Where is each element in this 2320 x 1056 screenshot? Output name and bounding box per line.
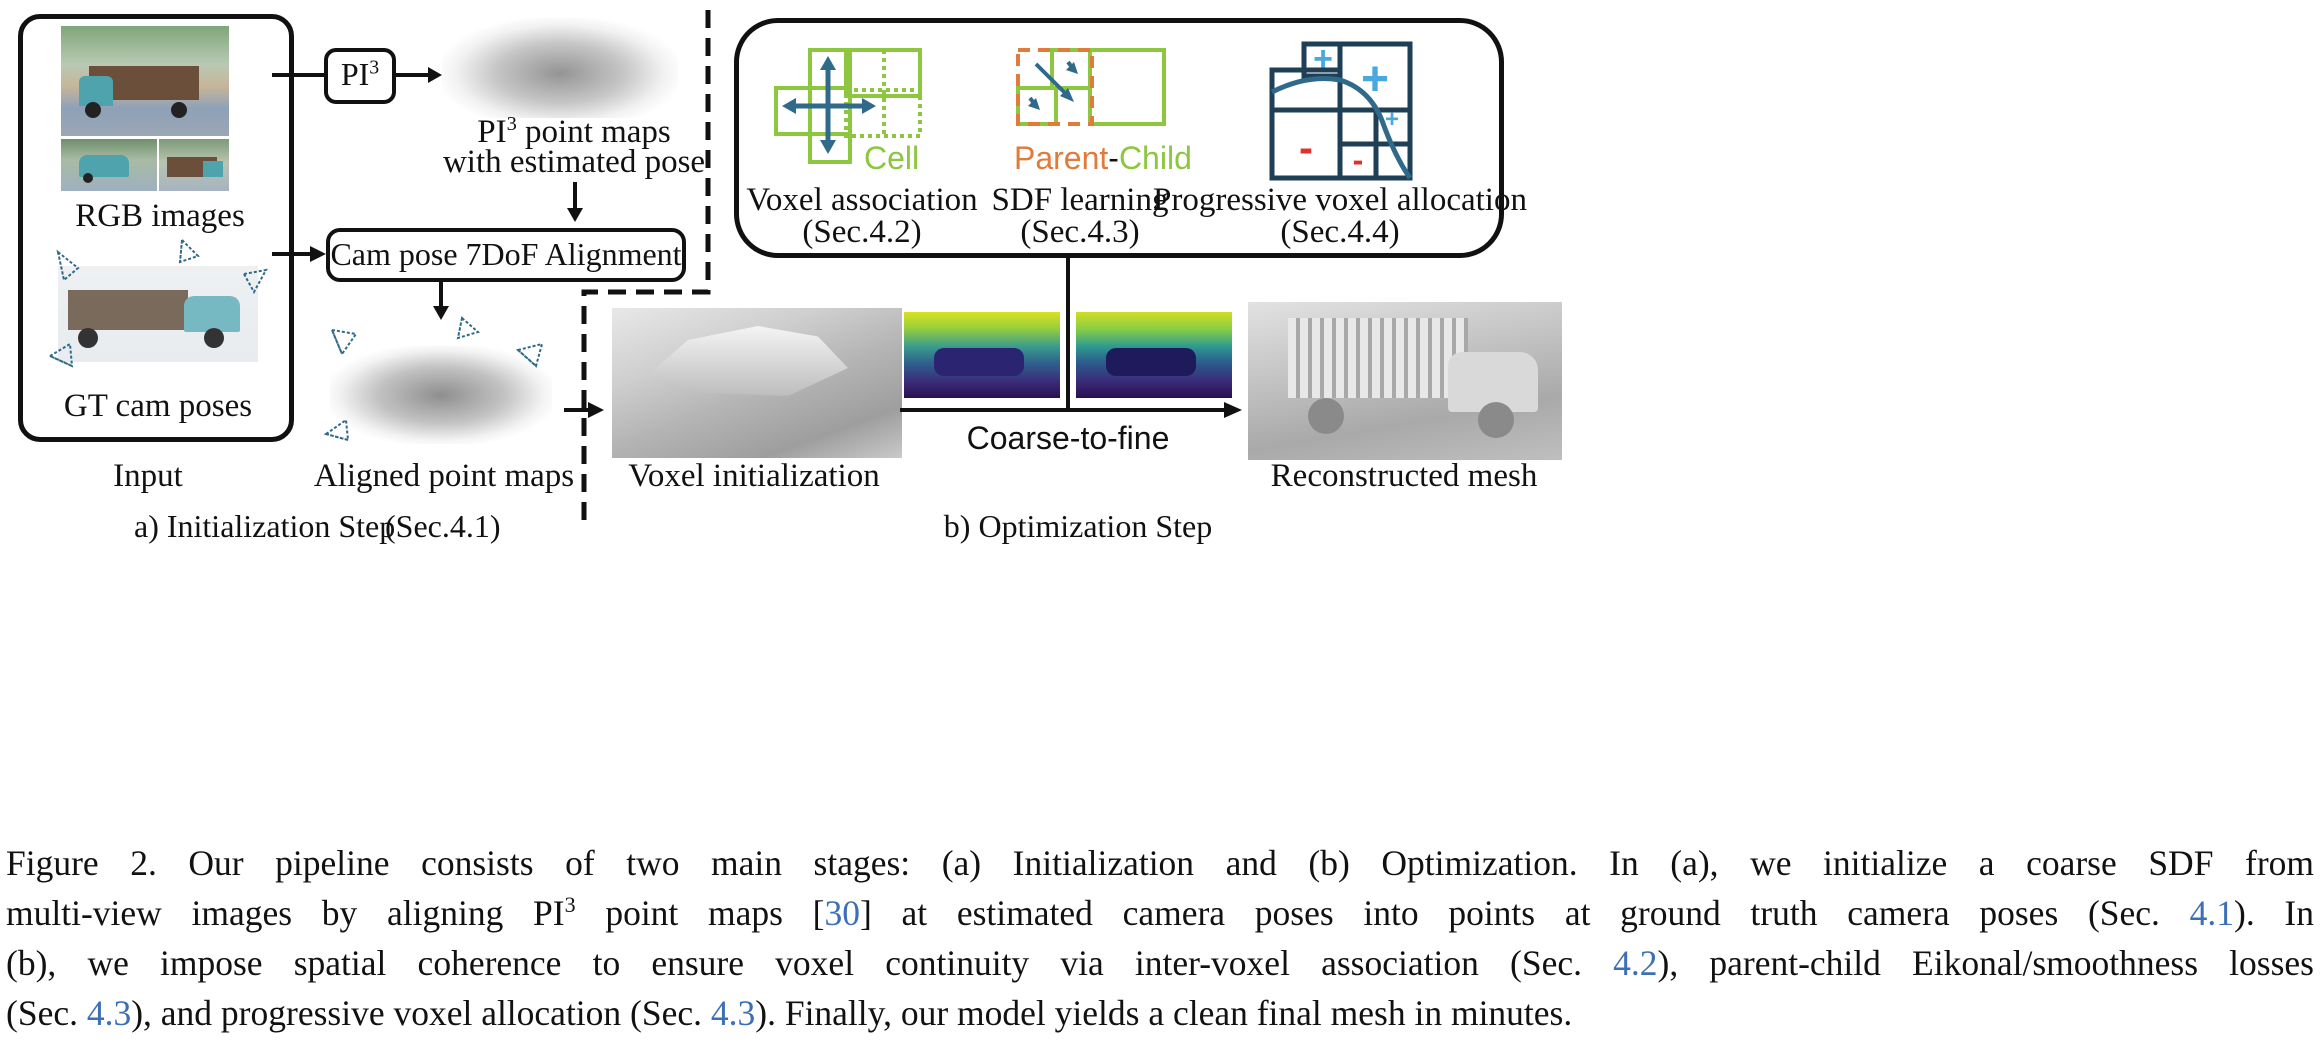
reconstructed-mesh-label: Reconstructed mesh [1270, 458, 1538, 494]
aligned-camera-icons [323, 316, 544, 442]
pi3-box [324, 48, 396, 104]
pipeline-figure: RGB images GT cam poses Input PI3 PI3 po… [18, 10, 1562, 544]
aligned-pointmap-cloud [330, 346, 552, 444]
voxel-init-image [612, 308, 902, 458]
figure-caption: Figure 2. Our pipeline consists of two m… [6, 838, 2314, 1038]
gt-camera-icons [47, 237, 268, 368]
gt-cam-poses-label: GT cam poses [63, 388, 253, 424]
parent-child-dash: - [1108, 140, 1119, 176]
stage-separator [581, 10, 711, 530]
child-label: Child [1118, 140, 1192, 176]
citation-link-30[interactable]: 30 [824, 893, 860, 933]
arrow-pi3-to-pointmap [396, 67, 442, 83]
pi3-box-label: PI3 [340, 56, 380, 92]
module-connector [1066, 256, 1070, 412]
reconstructed-mesh-image [1248, 302, 1562, 460]
opt-step-label: b) Optimization Step [943, 508, 1213, 544]
pi3-pointmap-label-2: with estimated pose [442, 144, 706, 180]
voxel-association-sec: (Sec.4.2) [802, 214, 922, 250]
init-step-label: a) Initialization Step [134, 508, 396, 544]
alignment-box [326, 228, 686, 282]
rgb-image-main [61, 26, 229, 136]
modules-panel [734, 18, 1504, 258]
aligned-pointmap-label: Aligned point maps [313, 458, 575, 494]
voxel-association-diagram [774, 48, 922, 164]
depth-map-2 [1076, 312, 1232, 398]
rgb-images-label: RGB images [75, 198, 245, 234]
depth-map-1 [904, 312, 1060, 398]
coarse-to-fine-arrow [900, 402, 1242, 418]
parent-child-label: Parent-Child [1014, 140, 1192, 177]
alignment-box-label: Cam pose 7DoF Alignment [330, 236, 682, 272]
section-link-4-1[interactable]: 4.1 [2189, 893, 2235, 933]
arrow-pointmap-to-align [567, 182, 583, 222]
init-step-sec: (Sec.4.1) [385, 508, 501, 544]
plus-sign-2: + [1360, 53, 1390, 106]
pi3-pointmap-label-1: PI3 point maps [477, 113, 671, 150]
gt-truck-image [58, 266, 258, 362]
minus-sign-2: - [1352, 142, 1364, 178]
sdf-learning-label: SDF learning [991, 182, 1169, 218]
caption-line-2: multi-view images by aligning PI3 point … [6, 892, 2314, 933]
sdf-learning-diagram [1016, 48, 1166, 126]
minus-sign-1: - [1299, 124, 1313, 171]
coarse-to-fine-label: Coarse-to-fine [966, 420, 1170, 456]
section-link-4-3-b[interactable]: 4.3 [710, 993, 756, 1033]
rgb-image-small-1 [61, 139, 157, 191]
voxel-init-label: Voxel initialization [628, 458, 880, 494]
pi3-pointmap-cloud [442, 18, 678, 118]
arrow-input-to-pi3 [272, 73, 324, 77]
progressive-allocation-label: Progressive voxel allocation [1153, 182, 1527, 218]
progressive-allocation-diagram [1269, 41, 1413, 181]
cell-label: Cell [864, 140, 920, 176]
progressive-allocation-sec: (Sec.4.4) [1280, 214, 1400, 250]
plus-sign-3: + [1384, 106, 1400, 133]
input-panel [18, 14, 294, 442]
rgb-image-small-2 [159, 139, 229, 191]
sdf-learning-sec: (Sec.4.3) [1020, 214, 1140, 250]
caption-line-1: Figure 2. Our pipeline consists of two m… [6, 843, 2314, 883]
section-link-4-3-a[interactable]: 4.3 [86, 993, 132, 1033]
caption-line-4: (Sec. 4.3), and progressive voxel alloca… [6, 993, 1573, 1033]
section-link-4-2[interactable]: 4.2 [1613, 943, 1658, 983]
arrow-align-to-aligned [433, 282, 449, 320]
input-title: Input [113, 458, 183, 494]
voxel-association-label: Voxel association [746, 182, 978, 218]
arrow-input-to-align [272, 246, 326, 262]
caption-line-3: (b), we impose spatial coherence to ensu… [6, 943, 2314, 983]
plus-sign-1: + [1313, 40, 1333, 78]
arrow-aligned-to-voxel [564, 402, 604, 418]
parent-label: Parent [1014, 140, 1109, 176]
